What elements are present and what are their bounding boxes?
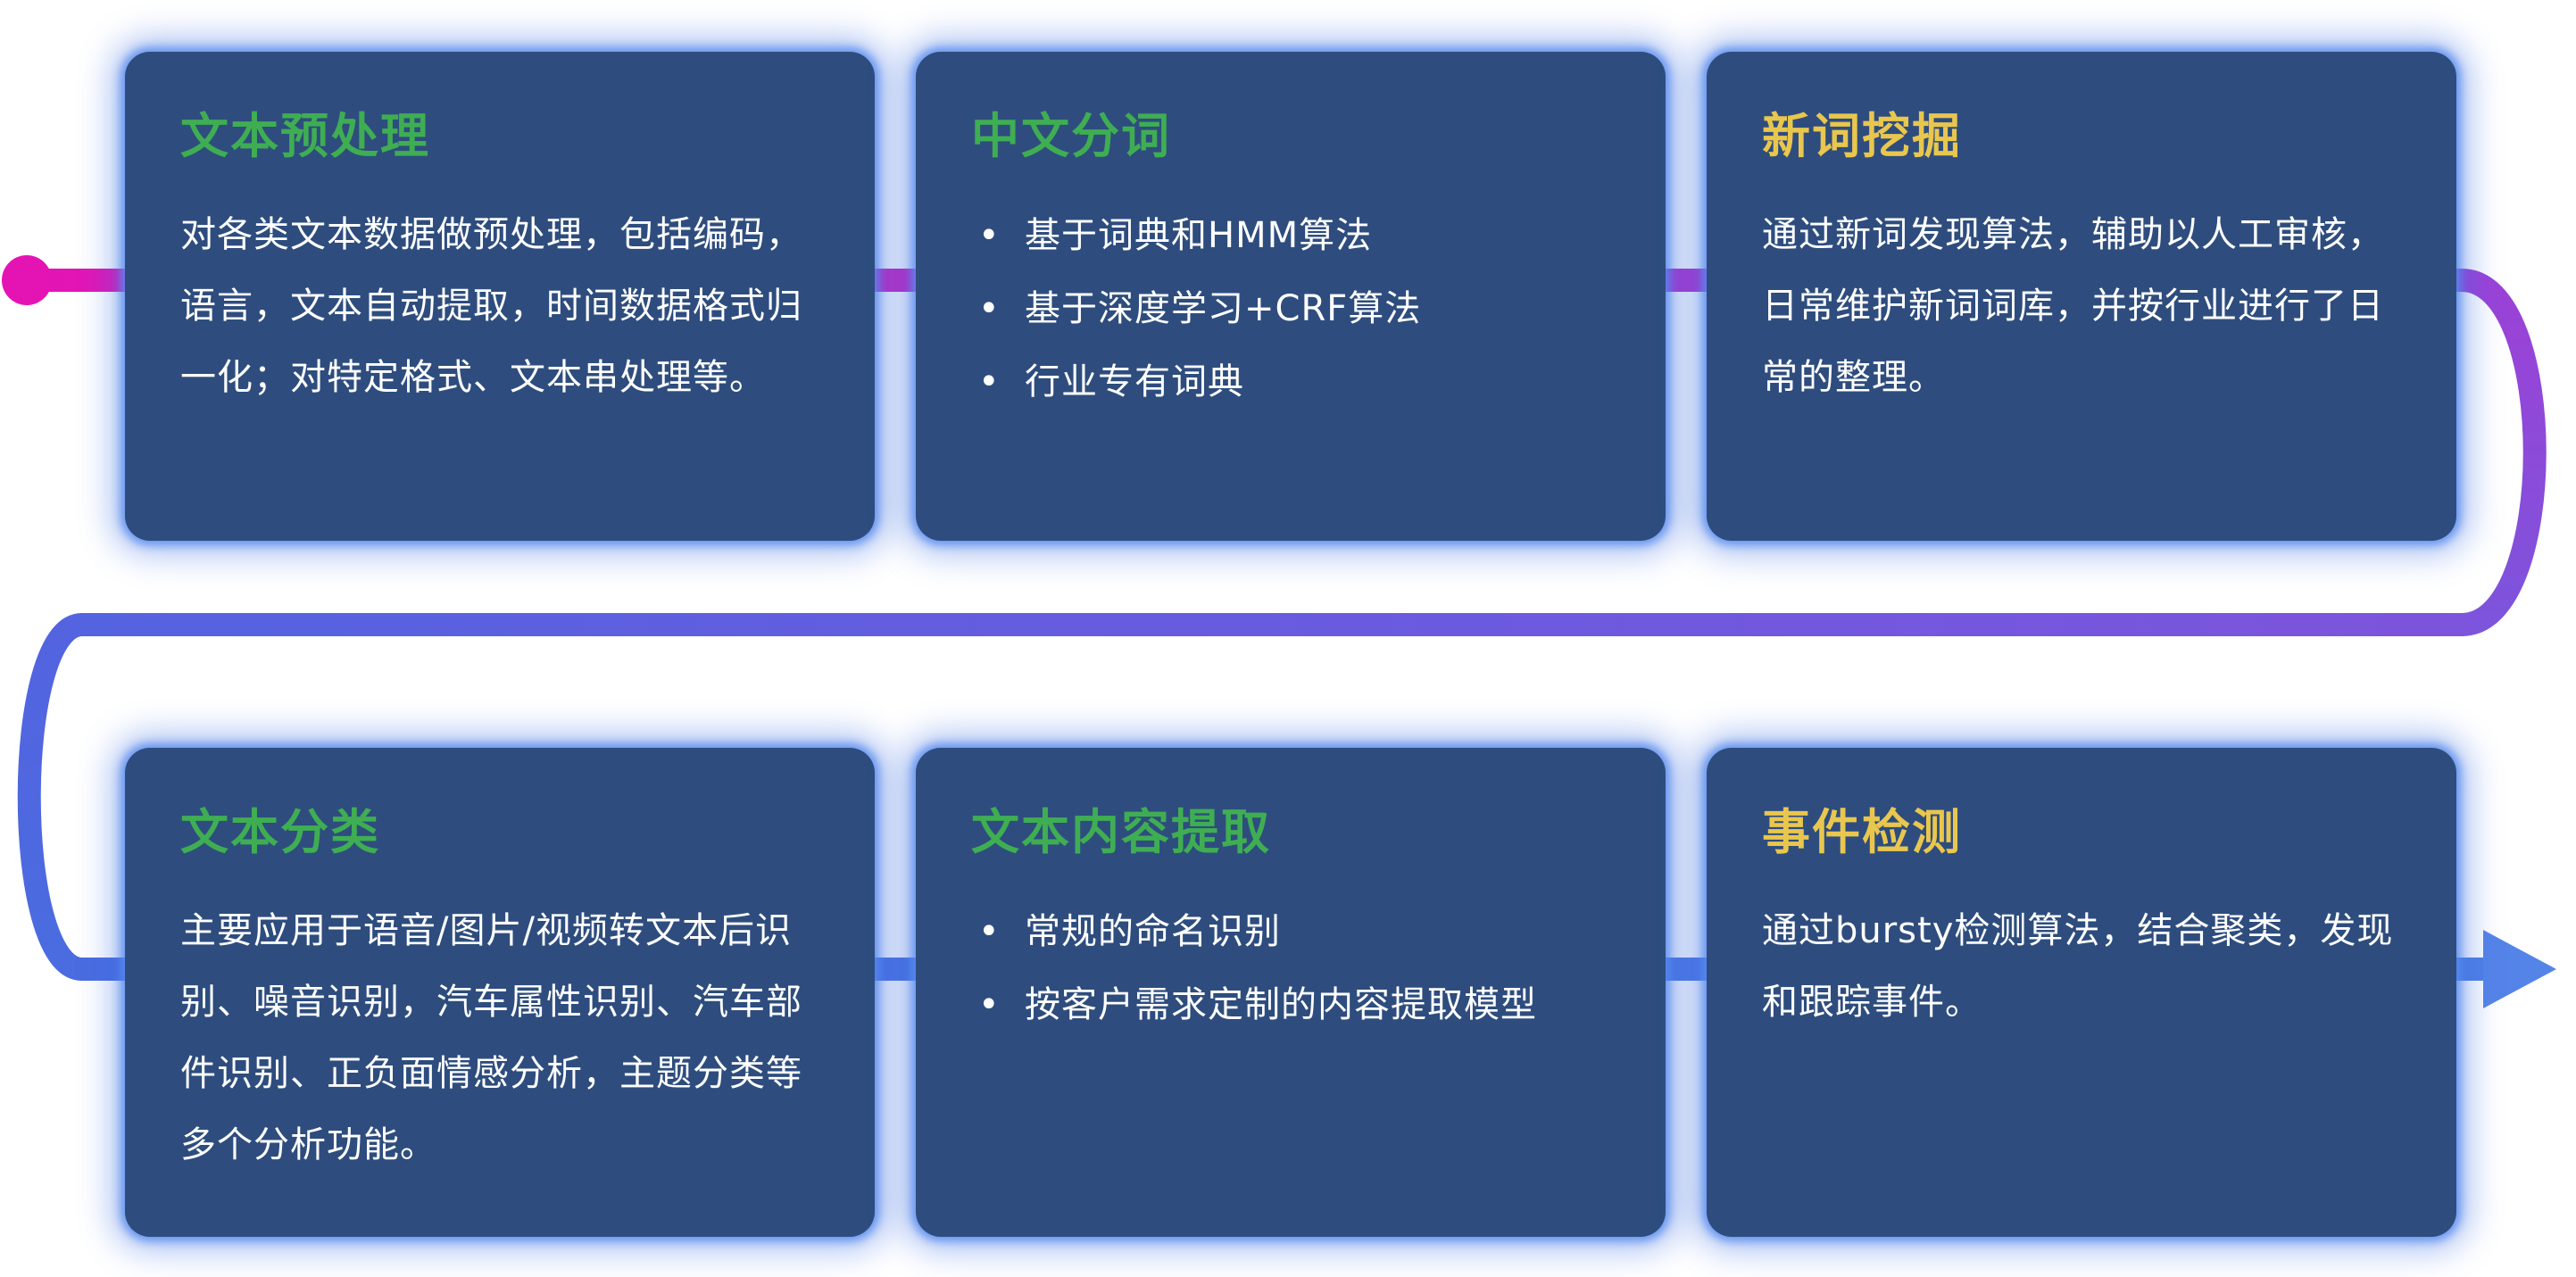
- card-body: 对各类文本数据做预处理，包括编码，语言，文本自动提取，时间数据格式归一化；对特定…: [180, 214, 802, 398]
- card-body: 主要应用于语音/图片/视频转文本后识别、噪音识别，汽车属性识别、汽车部件识别、正…: [180, 910, 802, 1165]
- card-title: 文本内容提取: [971, 804, 1271, 860]
- card-title: 中文分词: [971, 108, 1171, 164]
- card-chinese-word-segmentation: 中文分词 基于词典和HMM算法 基于深度学习+CRF算法 行业专有词典: [916, 52, 1666, 541]
- card-bullet-list: 基于词典和HMM算法 基于深度学习+CRF算法 行业专有词典: [971, 199, 1610, 419]
- list-item: 基于深度学习+CRF算法: [971, 272, 1610, 345]
- card-title: 事件检测: [1762, 804, 1962, 860]
- card-bullet-list: 常规的命名识别 按客户需求定制的内容提取模型: [971, 895, 1610, 1041]
- card-title: 文本预处理: [180, 108, 430, 164]
- flow-start-dot: [2, 255, 52, 305]
- card-new-word-mining: 新词挖掘 通过新词发现算法，辅助以人工审核，日常维护新词词库，并按行业进行了日常…: [1707, 52, 2456, 541]
- list-item: 行业专有词典: [971, 345, 1610, 419]
- flow-curve-left: [17, 613, 85, 981]
- card-text-classification: 文本分类 主要应用于语音/图片/视频转文本后识别、噪音识别，汽车属性识别、汽车部…: [125, 748, 875, 1237]
- list-item: 基于词典和HMM算法: [971, 199, 1610, 272]
- flow-curve-right: [2460, 269, 2547, 636]
- card-event-detection: 事件检测 通过bursty检测算法，结合聚类，发现和跟踪事件。: [1707, 748, 2456, 1237]
- card-title: 新词挖掘: [1762, 108, 1962, 164]
- card-text-preprocessing: 文本预处理 对各类文本数据做预处理，包括编码，语言，文本自动提取，时间数据格式归…: [125, 52, 875, 541]
- list-item: 常规的命名识别: [971, 895, 1610, 968]
- flow-arrow-icon: [2483, 930, 2556, 1008]
- card-body: 通过新词发现算法，辅助以人工审核，日常维护新词词库，并按行业进行了日常的整理。: [1762, 214, 2384, 398]
- card-title: 文本分类: [180, 804, 380, 860]
- card-text-content-extraction: 文本内容提取 常规的命名识别 按客户需求定制的内容提取模型: [916, 748, 1666, 1237]
- list-item: 按客户需求定制的内容提取模型: [971, 968, 1610, 1041]
- card-body: 通过bursty检测算法，结合聚类，发现和跟踪事件。: [1762, 910, 2394, 1023]
